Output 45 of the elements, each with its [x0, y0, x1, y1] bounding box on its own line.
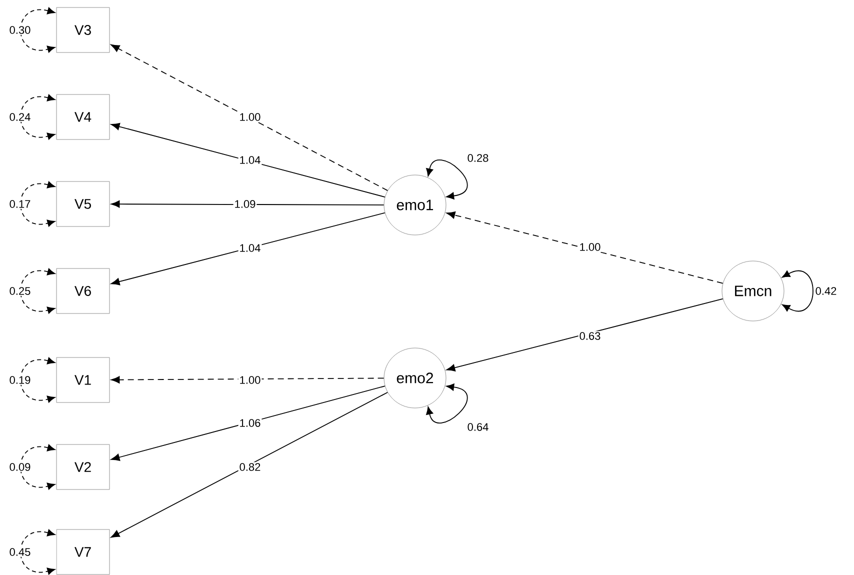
variance-loop: [426, 160, 468, 200]
observed-box: V5: [56, 181, 110, 227]
edge-label: 1.06: [238, 418, 262, 428]
variance-loop: [20, 444, 56, 490]
edge-label: 1.09: [233, 199, 257, 209]
edge-label: 0.28: [466, 153, 490, 163]
edge-label: 1.04: [238, 155, 262, 165]
edge-label: 0.19: [8, 375, 32, 385]
edge-label: 0.45: [8, 547, 32, 557]
observed-box: V6: [56, 268, 110, 314]
path-arrow: [110, 212, 386, 286]
edge-label: 0.09: [8, 462, 32, 472]
variance-loop: [20, 181, 56, 227]
observed-box: V2: [56, 444, 110, 490]
edge-label: 0.64: [466, 422, 490, 432]
path-arrow: [446, 298, 724, 372]
variance-loop: [20, 7, 56, 53]
variance-loop: [426, 384, 468, 424]
path-arrow: [446, 211, 724, 284]
edge-label: 1.00: [238, 112, 262, 122]
path-arrow: [111, 200, 384, 208]
path-arrow: [110, 392, 388, 538]
edge-label: 0.82: [238, 462, 262, 472]
edge-label: 0.17: [8, 199, 32, 209]
path-arrow: [111, 376, 384, 384]
observed-box: V1: [56, 357, 110, 403]
path-arrow: [110, 386, 386, 461]
variance-loop: [782, 270, 814, 312]
edge-label: 0.24: [8, 112, 32, 122]
edge-label: 1.00: [578, 242, 602, 252]
variance-loop: [20, 529, 56, 575]
observed-box: V3: [56, 7, 110, 53]
edge-label: 0.42: [814, 286, 838, 296]
variance-loop: [20, 94, 56, 140]
observed-box: V7: [56, 529, 110, 575]
edge-label: 1.00: [238, 375, 262, 385]
edge-label: 0.63: [578, 331, 602, 341]
observed-box: V4: [56, 94, 110, 140]
path-arrow: [110, 122, 386, 198]
variance-loop: [20, 268, 56, 314]
edge-label: 0.25: [8, 286, 32, 296]
edge-label: 1.04: [238, 243, 262, 253]
variance-loop: [20, 357, 56, 403]
edge-label: 0.30: [8, 25, 32, 35]
path-arrow: [110, 44, 388, 191]
